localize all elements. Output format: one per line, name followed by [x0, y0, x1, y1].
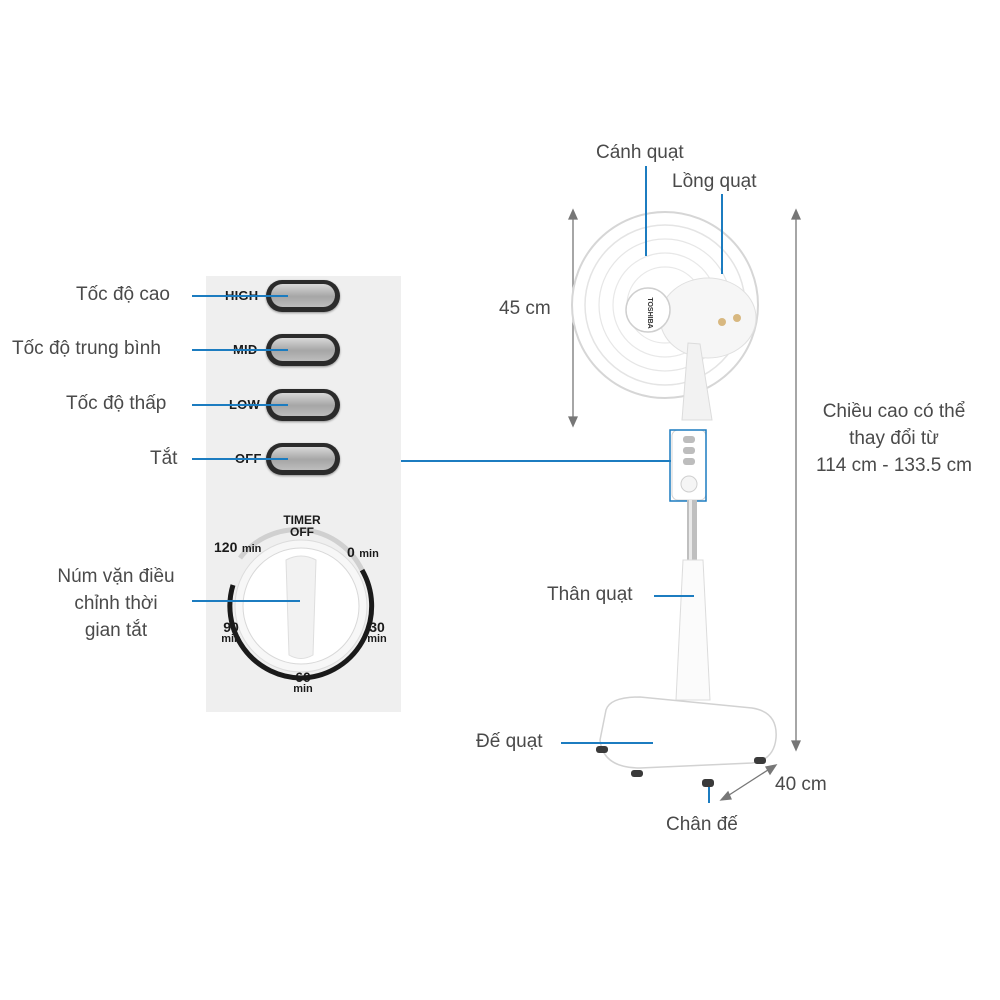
label-timer-knob: Núm vặn điều chỉnh thời gian tắt	[57, 566, 175, 641]
timer-mark-60: 60 min	[293, 669, 313, 695]
leader-blade	[645, 166, 647, 256]
leader-off	[192, 458, 288, 460]
label-low-speed: Tốc độ thấp	[66, 393, 167, 414]
fan-brand-logo: TOSHIBA	[646, 297, 653, 328]
fan-body	[675, 559, 711, 701]
mid-button[interactable]	[266, 334, 340, 366]
leader-base	[561, 742, 653, 744]
label-off: Tắt	[150, 448, 178, 469]
leader-low	[192, 404, 288, 406]
timer-mark-0: 0 min	[347, 544, 379, 560]
leader-feet	[708, 787, 710, 803]
leader-cage	[721, 194, 723, 274]
label-head-size: 45 cm	[499, 298, 551, 319]
label-cage: Lồng quạt	[672, 171, 757, 192]
leader-knob	[192, 600, 300, 602]
timer-mark-30: 30 min	[367, 619, 387, 645]
timer-scale-right	[300, 568, 375, 681]
label-base: Đế quạt	[476, 731, 543, 752]
timer-knob-grip	[285, 555, 317, 659]
fan-base	[599, 696, 777, 769]
high-button[interactable]	[266, 280, 340, 312]
fan-control-box	[669, 429, 707, 502]
leader-body	[654, 595, 694, 597]
fan-head	[571, 211, 759, 421]
label-blade: Cánh quạt	[596, 142, 684, 163]
timer-scale-left	[227, 584, 302, 681]
label-base-width: 40 cm	[775, 774, 827, 795]
label-height: Chiều cao có thể thay đổi từ 114 cm - 13…	[816, 401, 972, 476]
leader-control-box	[401, 460, 671, 462]
timer-mark-120: 120 min	[214, 539, 262, 555]
label-feet: Chân đế	[666, 814, 738, 835]
leader-high	[192, 295, 288, 297]
fan-feet	[596, 746, 766, 787]
label-high-speed: Tốc độ cao	[76, 284, 170, 305]
timer-title: TIMER OFF	[283, 513, 321, 539]
timer-mark-90: 90 min	[221, 619, 241, 645]
leader-mid	[192, 349, 288, 351]
label-body: Thân quạt	[547, 584, 633, 605]
timer-scale-top	[238, 527, 365, 572]
label-mid-speed: Tốc độ trung bình	[12, 338, 161, 359]
